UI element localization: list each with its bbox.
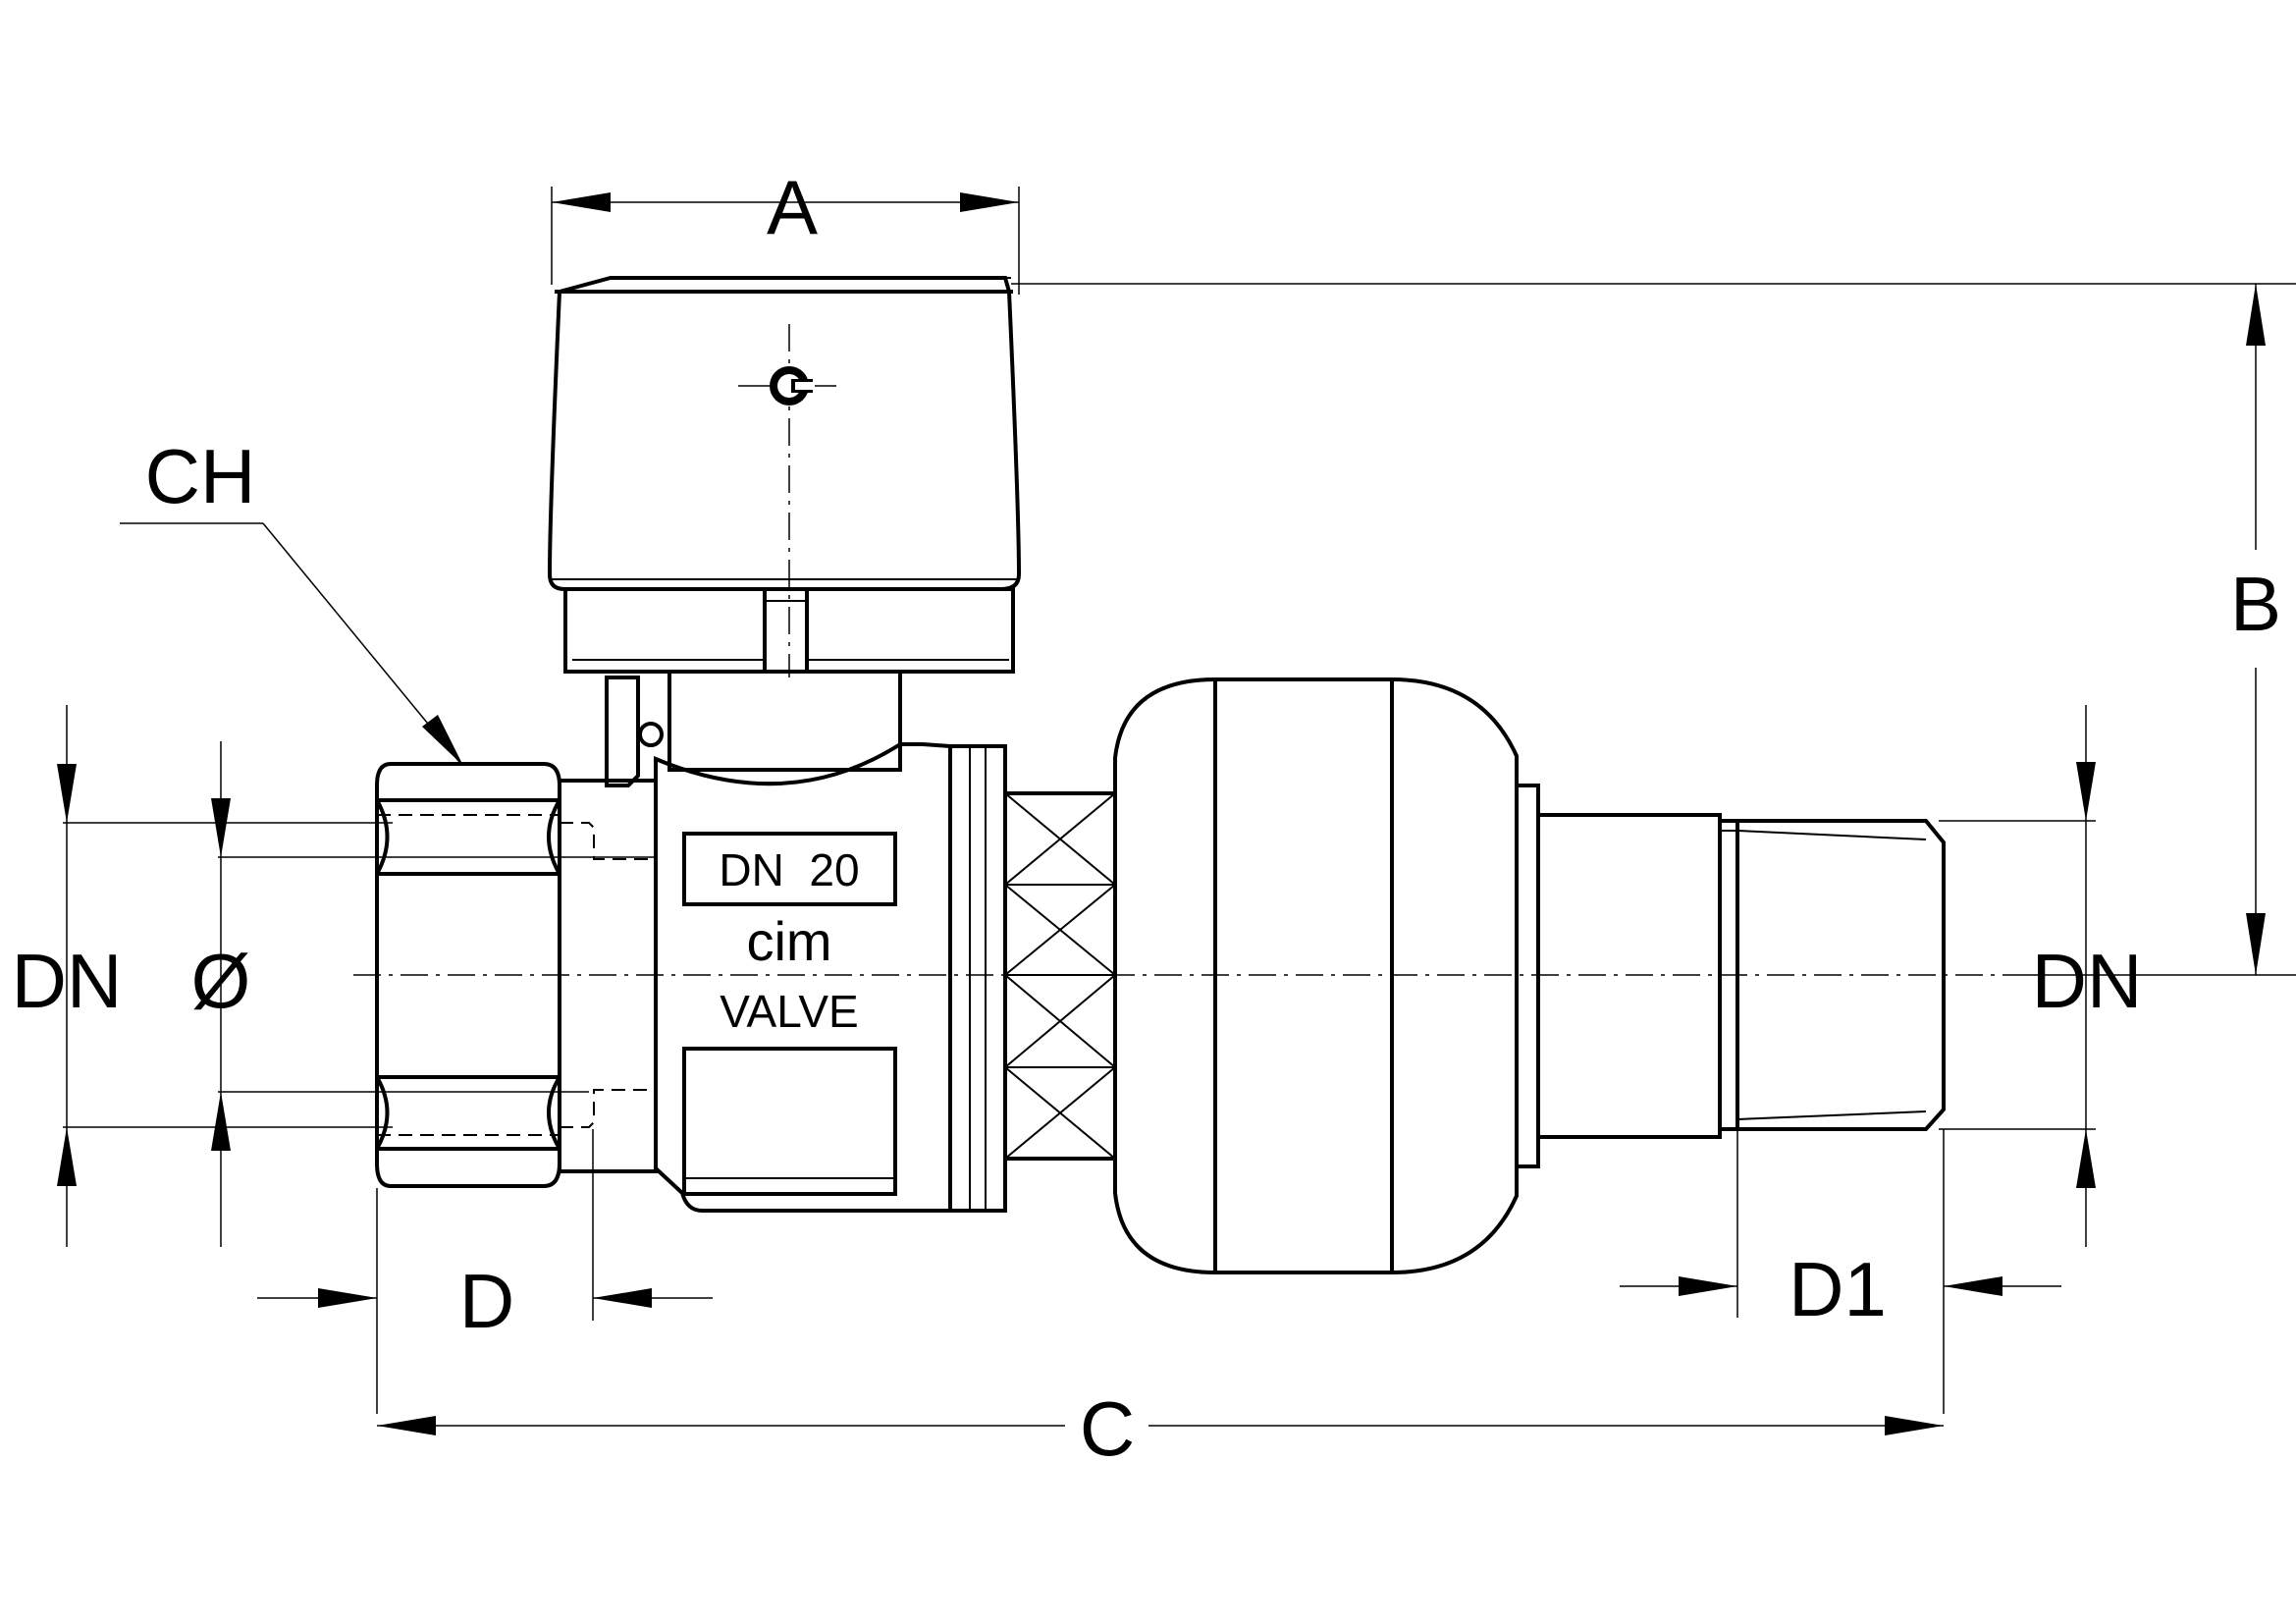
dimension-dia (211, 741, 654, 1247)
nut-collar (558, 779, 658, 1173)
valve-body (654, 742, 1007, 1213)
label-ch: CH (145, 433, 256, 519)
label-diameter: Ø (191, 938, 251, 1024)
label-b: B (2230, 561, 2281, 647)
valve-cap (547, 276, 1022, 674)
label-a: A (767, 164, 818, 250)
dimension-ch (120, 522, 463, 766)
dimension-dn-right (1939, 705, 2096, 1247)
dimension-dn-left (57, 705, 393, 1247)
union-barrel (1113, 677, 1519, 1274)
union-hex (1003, 791, 1117, 1161)
body-brand-marking: cim (746, 910, 831, 972)
label-dn-right: DN (2032, 938, 2143, 1024)
hex-nut (375, 762, 561, 1188)
label-dn-left: DN (12, 938, 123, 1024)
dimension-d (257, 1129, 713, 1414)
body-word-marking: VALVE (720, 986, 858, 1037)
dimension-c (377, 1416, 1944, 1435)
label-d: D (459, 1258, 514, 1344)
dimension-b (1011, 283, 2296, 976)
dimension-d1 (1620, 1129, 2061, 1414)
tailpiece (1515, 784, 1946, 1168)
blank-plate (682, 1047, 897, 1196)
label-d1: D1 (1789, 1246, 1887, 1332)
body-size-marking: DN 20 (719, 844, 859, 895)
dimension-a (551, 187, 1020, 295)
size-plate (682, 832, 897, 906)
label-c: C (1080, 1385, 1135, 1472)
